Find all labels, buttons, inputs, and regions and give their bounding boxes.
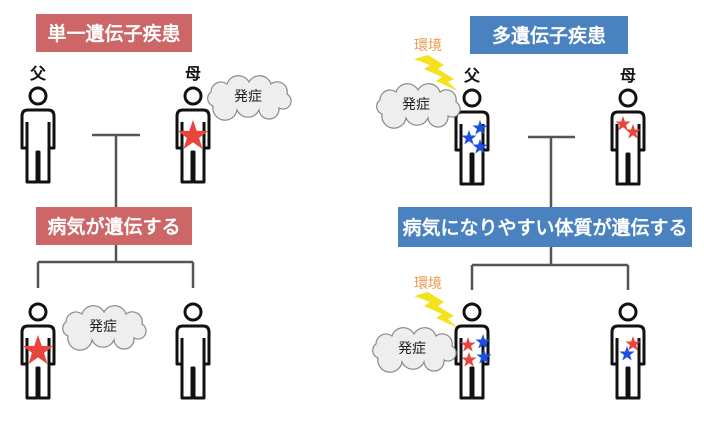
pedigree-lines [470, 135, 630, 290]
lightning-icon [414, 292, 458, 328]
child-figure [175, 302, 211, 400]
inherit-label: 病気になりやすい体質が遺伝する [402, 216, 687, 239]
mother-label: 母 [620, 66, 636, 85]
child-symptom: 発症 [89, 319, 117, 335]
child-figure-affected [454, 302, 490, 400]
father-label: 父 [29, 64, 47, 83]
polygenic-title: 多遺伝子疾患 [492, 24, 606, 47]
mother-symptom: 発症 [234, 89, 262, 105]
polygenic-section: 多遺伝子疾患 環境 父 発症 母 病気になりやすい体質が遺伝する 環境 発症 [372, 16, 692, 400]
environment-label: 環境 [414, 38, 442, 54]
inherit-label-box [36, 207, 192, 245]
single-gene-section: 単一遺伝子疾患 父 母 発症 病気が遺伝する 発症 [20, 14, 292, 400]
environment-label: 環境 [414, 276, 442, 292]
father-label: 父 [463, 66, 481, 85]
father-figure [20, 86, 56, 184]
single-gene-title-box [36, 14, 192, 52]
mother-figure [610, 88, 646, 186]
child-symptom: 発症 [398, 341, 426, 357]
inherit-label: 病気が遺伝する [47, 215, 180, 238]
single-gene-title: 単一遺伝子疾患 [47, 22, 180, 45]
pedigree-lines [36, 133, 195, 288]
inherit-label-box [398, 207, 692, 247]
father-symptom: 発症 [402, 97, 430, 113]
mother-label: 母 [185, 64, 201, 83]
polygenic-title-box [470, 16, 628, 54]
